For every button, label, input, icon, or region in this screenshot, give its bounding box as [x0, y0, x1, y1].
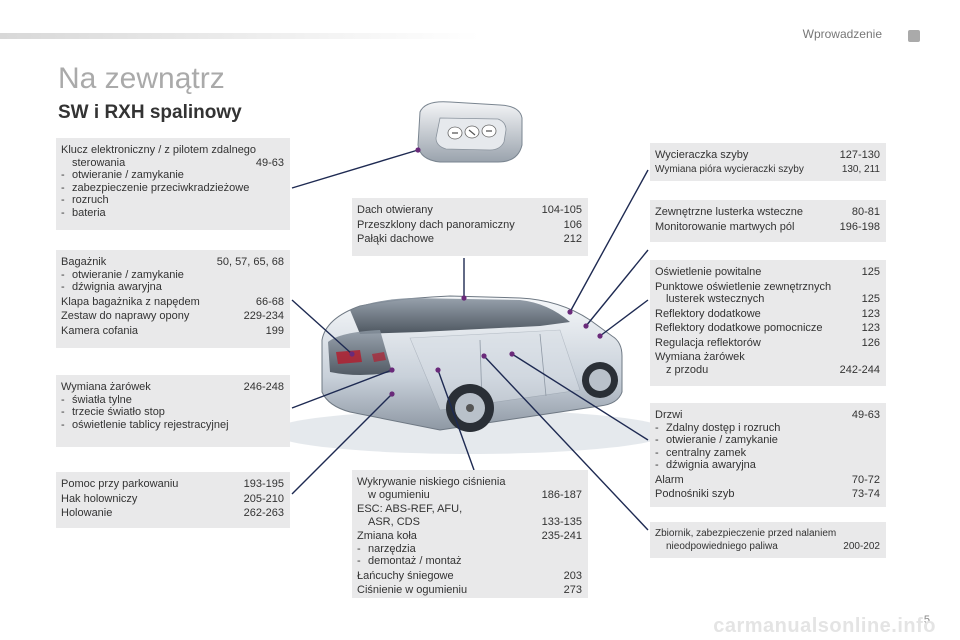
section-label: Wprowadzenie: [802, 27, 882, 41]
key-item: bateria: [61, 207, 284, 220]
rearlamps-item: światła tylne: [61, 394, 284, 407]
boot-item: dźwignia awaryjna: [61, 281, 284, 294]
rearlamps-item: oświetlenie tablicy rejestracyjnej: [61, 419, 284, 432]
doors-item: dźwignia awaryjna: [655, 459, 880, 472]
page-title: Na zewnątrz: [58, 62, 225, 95]
key-item: otwieranie / zamykanie: [61, 169, 284, 182]
callout-markers: [349, 147, 603, 397]
callout-lines: [291, 149, 649, 531]
header-bar: [0, 33, 480, 39]
lighting-line-7: Wymiana żarówek: [655, 351, 745, 363]
section-tab-marker: [908, 30, 920, 42]
tyres-title: Wykrywanie niskiego ciśnienia: [357, 476, 506, 488]
lighting-line-2: Punktowe oświetlenie zewnętrznych: [655, 280, 832, 293]
fuel-line-1: Zbiornik, zabezpieczenie przed nalaniem: [655, 528, 837, 539]
doors-item: otwieranie / zamykanie: [655, 434, 880, 447]
box-fuel: Zbiornik, zabezpieczenie przed nalaniem …: [650, 522, 886, 558]
electronic-key-icon: [417, 101, 523, 163]
doors-item: Zdalny dostęp i rozruch: [655, 422, 880, 435]
page-number: 5: [923, 614, 930, 626]
boot-item: otwieranie / zamykanie: [61, 269, 284, 282]
doors-item: centralny zamek: [655, 447, 880, 460]
key-item: rozruch: [61, 194, 284, 207]
key-item: zabezpieczenie przeciwkradzieżowe: [61, 182, 284, 195]
box-key: Klucz elektroniczny / z pilotem zdalnego…: [56, 138, 290, 230]
tyres-item: narzędzia: [357, 543, 582, 556]
key-title: Klucz elektroniczny / z pilotem zdalnego: [61, 144, 257, 156]
tyres-item: demontaż / montaż: [357, 555, 582, 568]
rearlamps-item: trzecie światło stop: [61, 406, 284, 419]
car-illustration: [270, 295, 670, 454]
tyres-line-3: ESC: ABS-REF, AFU,: [357, 503, 463, 515]
box-tyres: Wykrywanie niskiego ciśnienia w ogumieni…: [352, 470, 588, 598]
footer-watermark: carmanualsonline.info: [713, 615, 936, 637]
page-subtitle: SW i RXH spalinowy: [58, 102, 242, 123]
